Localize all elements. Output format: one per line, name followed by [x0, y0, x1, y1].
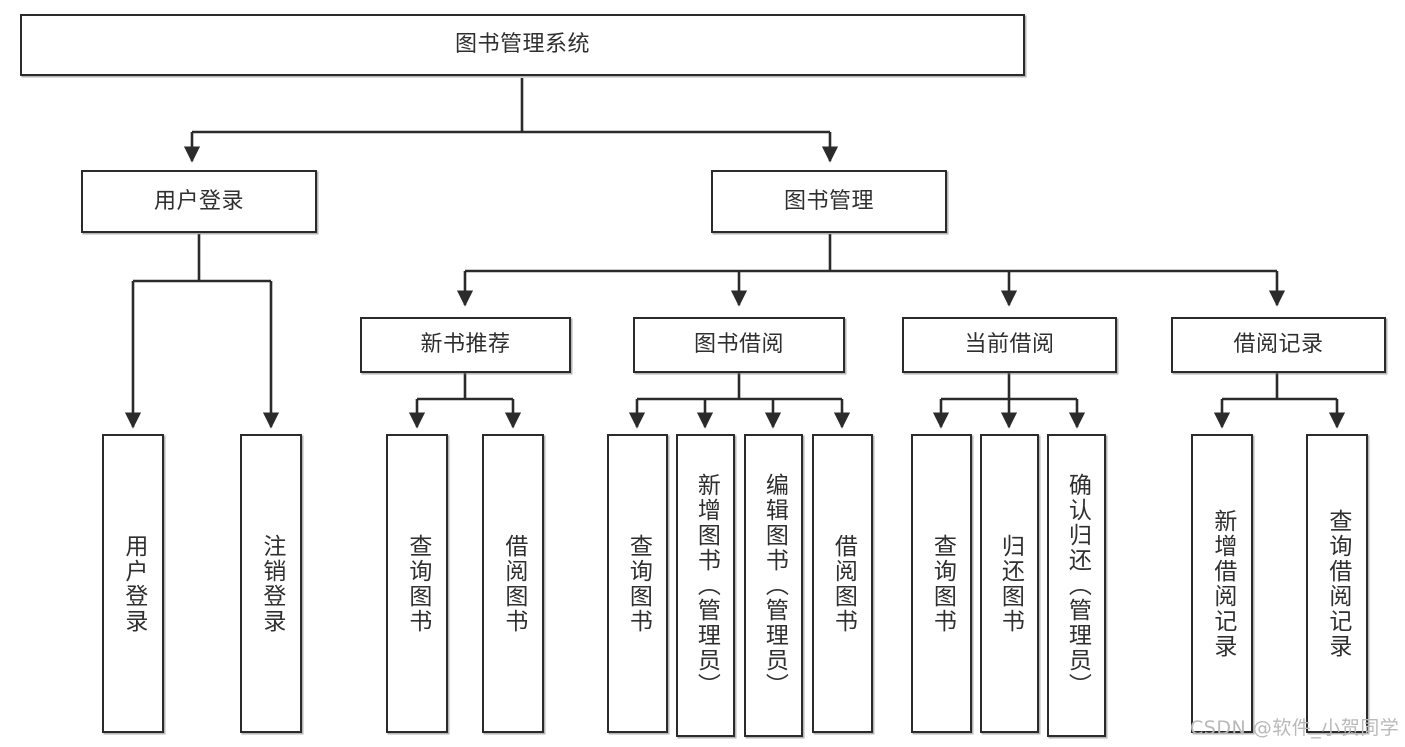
csdn-watermark: CSDN @软件_小贺同学 [1190, 717, 1400, 739]
node-leaf-query-book-2[interactable]: 查询图书 [607, 434, 668, 733]
node-root[interactable]: 图书管理系统 [20, 14, 1025, 76]
node-leaf-edit-book-label: 编辑图书（管理员） [761, 473, 788, 698]
node-current-borrow[interactable]: 当前借阅 [902, 317, 1117, 373]
node-leaf-add-record-label: 新增借阅记录 [1209, 508, 1236, 659]
node-leaf-add-record[interactable]: 新增借阅记录 [1191, 434, 1253, 733]
node-leaf-borrow-book-2-label: 借阅图书 [830, 533, 857, 634]
node-user-login[interactable]: 用户登录 [81, 170, 317, 233]
node-leaf-user-login[interactable]: 用户登录 [102, 434, 164, 733]
node-leaf-confirm-return[interactable]: 确认归还（管理员） [1047, 434, 1106, 737]
node-leaf-query-book-2-label: 查询图书 [625, 533, 652, 634]
node-leaf-query-record-label: 查询借阅记录 [1324, 508, 1351, 659]
node-leaf-query-record[interactable]: 查询借阅记录 [1306, 434, 1368, 733]
node-leaf-query-book-1-label: 查询图书 [404, 533, 431, 634]
node-borrow-record-label: 借阅记录 [1233, 332, 1324, 358]
node-leaf-query-book-1[interactable]: 查询图书 [386, 434, 448, 733]
node-book-manage-label: 图书管理 [783, 188, 874, 214]
node-user-login-label: 用户登录 [153, 188, 244, 214]
node-book-manage[interactable]: 图书管理 [711, 170, 947, 233]
node-leaf-logout-label: 注销登录 [258, 533, 285, 634]
node-book-borrow[interactable]: 图书借阅 [633, 317, 845, 373]
node-root-label: 图书管理系统 [454, 32, 590, 58]
node-book-borrow-label: 图书借阅 [693, 332, 784, 358]
node-leaf-add-book-label: 新增图书（管理员） [693, 473, 720, 698]
node-leaf-return-book[interactable]: 归还图书 [980, 434, 1039, 733]
node-leaf-borrow-book-2[interactable]: 借阅图书 [812, 434, 873, 733]
node-new-book-rec-label: 新书推荐 [420, 332, 511, 358]
node-borrow-record[interactable]: 借阅记录 [1171, 317, 1386, 373]
node-leaf-return-book-label: 归还图书 [997, 533, 1024, 634]
node-leaf-add-book[interactable]: 新增图书（管理员） [676, 434, 735, 737]
node-leaf-borrow-book-1-label: 借阅图书 [500, 533, 527, 634]
node-leaf-query-book-3[interactable]: 查询图书 [911, 434, 972, 733]
node-leaf-user-login-label: 用户登录 [120, 533, 147, 634]
node-leaf-logout[interactable]: 注销登录 [240, 434, 302, 733]
node-leaf-query-book-3-label: 查询图书 [929, 533, 956, 634]
node-leaf-edit-book[interactable]: 编辑图书（管理员） [744, 434, 803, 737]
node-leaf-confirm-return-label: 确认归还（管理员） [1064, 473, 1091, 698]
node-current-borrow-label: 当前借阅 [964, 332, 1055, 358]
node-new-book-rec[interactable]: 新书推荐 [360, 317, 571, 373]
node-leaf-borrow-book-1[interactable]: 借阅图书 [482, 434, 544, 733]
